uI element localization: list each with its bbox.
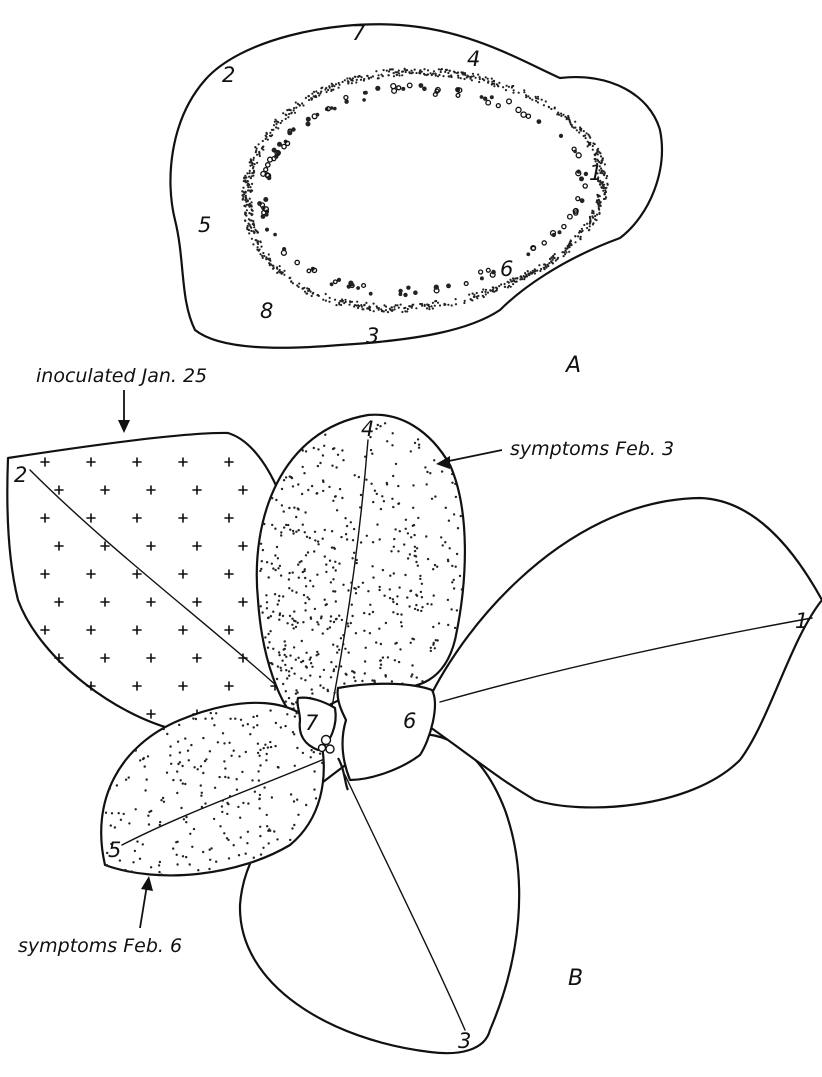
bundle-label-1: 1 xyxy=(589,161,602,185)
inoculated-annotation: inoculated Jan. 25 xyxy=(36,365,207,387)
bundle-label-4: 4 xyxy=(467,47,480,71)
leaf-label-1: 1 xyxy=(795,609,808,633)
leaf-4 xyxy=(257,415,465,728)
node-bud xyxy=(319,745,326,752)
symptoms-feb3-arrow xyxy=(436,450,502,469)
bundle-label-3: 3 xyxy=(366,324,379,348)
bundle-label-7: 7 xyxy=(352,21,366,45)
bundle-label-2: 2 xyxy=(222,63,235,87)
leaf-1-blade xyxy=(420,498,822,807)
leaf-label-3: 3 xyxy=(458,1029,471,1053)
symptoms-feb6-arrow xyxy=(140,876,153,928)
node-bud xyxy=(322,736,331,745)
panel-b-letter: B xyxy=(568,966,583,991)
symptoms-feb3-annotation: symptoms Feb. 3 xyxy=(510,438,674,460)
leaf-label-5: 5 xyxy=(108,838,121,862)
symptoms-feb6-annotation: symptoms Feb. 6 xyxy=(18,935,182,957)
bundle-label-8: 8 xyxy=(260,299,273,323)
leaf-label-7: 7 xyxy=(305,711,319,735)
leaf-label-6: 6 xyxy=(403,709,416,733)
inoculated-arrow xyxy=(118,390,130,433)
panel-a-letter: A xyxy=(564,353,581,378)
leaf-label-4: 4 xyxy=(361,417,374,441)
bundle-label-6: 6 xyxy=(500,257,513,281)
bundle-label-5: 5 xyxy=(198,213,211,237)
leaf-label-2: 2 xyxy=(14,463,27,487)
panel-a-cross-section xyxy=(170,24,661,348)
leaf-1 xyxy=(420,498,822,807)
node-bud xyxy=(326,745,334,753)
